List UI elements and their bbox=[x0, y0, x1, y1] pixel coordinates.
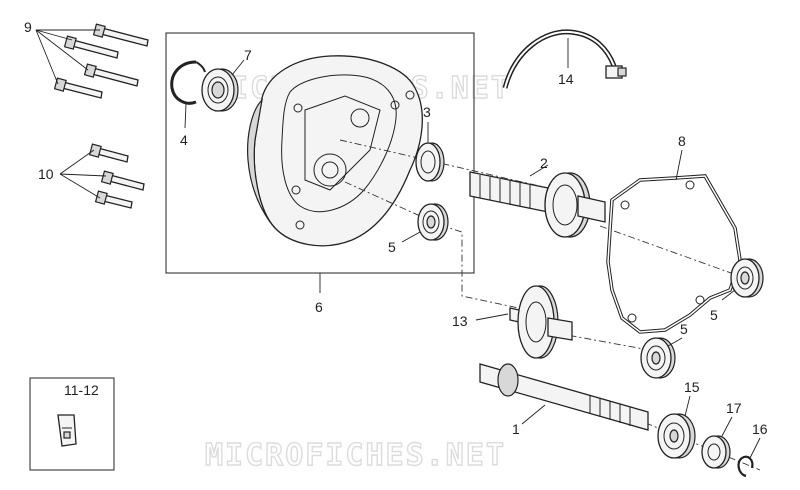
watermark-bottom: MICROFICHES.NET bbox=[205, 438, 506, 473]
callout-13: 13 bbox=[452, 313, 468, 329]
leader-2 bbox=[529, 164, 549, 177]
leader-4 bbox=[184, 103, 187, 129]
callout-4: 4 bbox=[180, 132, 188, 148]
callout-11-12: 11-12 bbox=[64, 382, 99, 398]
leader-7 bbox=[231, 59, 245, 76]
gasket-8 bbox=[606, 174, 742, 334]
callout-7: 7 bbox=[244, 47, 252, 63]
sensor-cable-14 bbox=[502, 29, 627, 89]
gear-shaft-13 bbox=[509, 285, 573, 359]
callout-8: 8 bbox=[678, 133, 686, 149]
leaders-9 bbox=[35, 29, 100, 85]
assembly-line-shaft13 bbox=[344, 181, 529, 311]
callout-16: 16 bbox=[752, 421, 768, 437]
leaders-10 bbox=[59, 149, 107, 199]
washer-17 bbox=[701, 435, 731, 469]
snap-ring-16 bbox=[737, 455, 754, 478]
callout-2: 2 bbox=[540, 155, 548, 171]
callout-10: 10 bbox=[38, 166, 54, 182]
leader-16 bbox=[749, 437, 761, 459]
bearing-5a bbox=[417, 203, 449, 241]
callout-9: 9 bbox=[24, 19, 32, 35]
leader-17 bbox=[721, 416, 733, 437]
bearing-5c bbox=[640, 337, 676, 379]
leader-15 bbox=[684, 395, 691, 417]
assembly-line-bearing5b bbox=[599, 225, 746, 279]
oil-seal-3 bbox=[415, 142, 445, 182]
transmission-housing bbox=[247, 55, 423, 247]
bolts-9 bbox=[53, 23, 149, 99]
inset-box-11-12 bbox=[29, 377, 115, 471]
callout-3: 3 bbox=[423, 104, 431, 120]
gear-2 bbox=[544, 172, 591, 238]
callout-1: 1 bbox=[512, 421, 520, 437]
shaft-2 bbox=[469, 171, 606, 238]
leader-5c bbox=[667, 337, 683, 347]
bearing-15 bbox=[657, 413, 696, 459]
leader-8 bbox=[675, 149, 683, 181]
callout-5b: 5 bbox=[710, 307, 718, 323]
bearing-5b bbox=[730, 258, 764, 298]
leader-1 bbox=[521, 404, 546, 425]
callout-14: 14 bbox=[558, 71, 574, 87]
callout-15: 15 bbox=[684, 379, 700, 395]
leader-5a bbox=[401, 231, 421, 243]
leader-13 bbox=[475, 313, 509, 321]
circlip-4 bbox=[170, 60, 206, 105]
bearing-7 bbox=[201, 68, 239, 112]
bolts-10 bbox=[88, 143, 145, 209]
leader-5b bbox=[721, 289, 736, 301]
clip-11-12 bbox=[57, 414, 77, 447]
main-shaft-1 bbox=[479, 363, 649, 431]
callout-17: 17 bbox=[726, 400, 742, 416]
callout-5a: 5 bbox=[388, 239, 396, 255]
callout-5c: 5 bbox=[680, 321, 688, 337]
callout-6: 6 bbox=[315, 299, 323, 315]
